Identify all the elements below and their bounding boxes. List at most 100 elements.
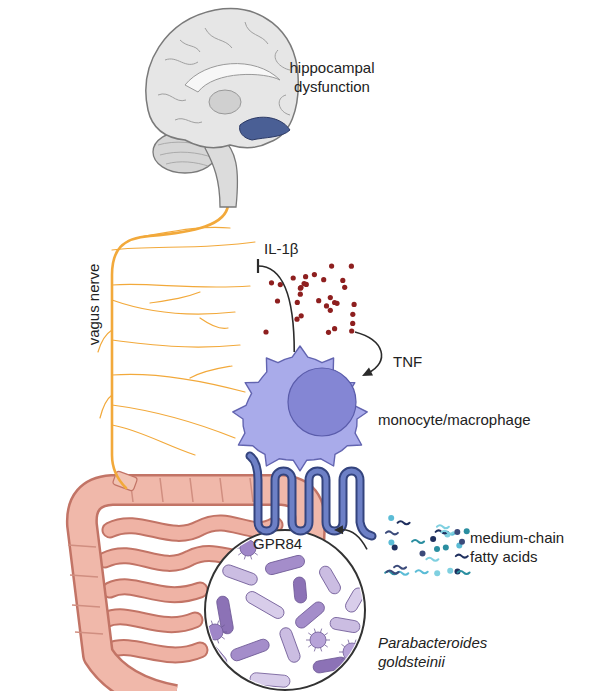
intestine-illustration	[75, 632, 103, 634]
acid-dot	[443, 544, 449, 550]
coccus-bacterium	[207, 624, 223, 640]
coccus-spike	[211, 621, 212, 625]
node-label: vagus nerve	[84, 255, 103, 355]
vagus-nerve-illustration	[112, 300, 235, 314]
cytokine-dot	[302, 281, 307, 286]
brain-illustration	[245, 22, 268, 44]
acid-chain	[426, 558, 438, 561]
acid-dot	[464, 528, 470, 534]
vagus-nerve-illustration	[112, 405, 235, 438]
acid-dot	[392, 544, 398, 550]
coccus-spike	[348, 640, 349, 644]
acid-dot	[454, 529, 460, 535]
cytokine-dot	[291, 275, 296, 280]
vagus-nerve-illustration	[98, 205, 255, 488]
intestine-illustration	[190, 478, 193, 502]
rod-bacterium	[250, 672, 291, 687]
coccus-spike	[205, 637, 208, 639]
cytokine-dot	[263, 329, 268, 334]
cell-body	[233, 346, 367, 471]
cytokine-dot	[328, 295, 333, 300]
cytokine-dot	[326, 330, 331, 335]
brain-illustration	[279, 95, 290, 115]
acid-chain	[441, 531, 453, 534]
gpr84-receptor-illustration	[250, 456, 372, 536]
coccus-spike	[236, 548, 240, 549]
coccus-spike	[314, 648, 315, 652]
acid-dot	[459, 539, 465, 545]
acid-dot	[434, 546, 440, 552]
acid-chain	[458, 571, 470, 574]
coccus-spike	[361, 652, 365, 653]
cytokine-dot	[342, 285, 347, 290]
node-label: Parabacteroides goldsteinii	[378, 633, 498, 671]
edge-label: IL-1β	[264, 239, 298, 258]
coccus-spike	[339, 652, 343, 653]
cytokine-dot	[294, 317, 299, 322]
vagus-nerve-illustration	[150, 292, 200, 303]
coccus-spike	[341, 657, 344, 659]
coccus-spike	[320, 648, 321, 652]
brain-illustration	[158, 94, 186, 101]
cytokine-dot	[334, 301, 339, 306]
brain-illustration	[240, 117, 290, 140]
intestine-illustration	[72, 605, 100, 607]
cytokine-dot	[298, 286, 303, 291]
brain-illustration	[160, 152, 214, 158]
acid-dot	[420, 551, 426, 557]
coccus-spike	[314, 629, 315, 633]
brain-illustration	[185, 64, 280, 92]
coccus-spike	[205, 625, 208, 627]
tnf-arrow	[362, 368, 373, 377]
cytokine-dot	[324, 303, 329, 308]
cytokine-dot	[278, 282, 283, 287]
cytokine-dot	[349, 264, 354, 269]
fatty-acid-node: medium-chain fatty acids	[378, 515, 473, 580]
cytokine-dot	[340, 278, 345, 283]
brain-illustration	[209, 90, 241, 114]
brain-illustration	[158, 22, 290, 124]
brain-illustration	[166, 162, 208, 166]
intestine-illustration	[110, 587, 200, 595]
cytokine-dot	[269, 280, 274, 285]
rod-bacterium	[293, 599, 327, 630]
rod-bacterium	[312, 656, 348, 674]
brain-illustration	[205, 138, 237, 207]
cytokine-dot	[298, 292, 303, 297]
coccus-spike	[355, 640, 356, 644]
brain-illustration	[205, 28, 232, 48]
coccus-spike	[359, 657, 362, 659]
vagus-nerve-illustration	[98, 227, 255, 455]
node-label: monocyte/macrophage	[378, 410, 531, 429]
intestine-illustration	[70, 575, 98, 577]
vagus-nerve-illustration	[190, 366, 232, 378]
rod-bacterium	[244, 589, 286, 620]
node-label: GPR84	[253, 534, 302, 553]
fatty-acid-molecules	[385, 515, 470, 576]
tnf-arrow	[355, 332, 382, 376]
cytokine-dot	[332, 326, 337, 331]
coccus-bacterium	[310, 632, 326, 648]
coccus-spike	[308, 633, 311, 635]
bacteria-node: Parabacteroides goldsteinii	[205, 530, 367, 691]
acid-chain	[456, 555, 468, 558]
cell-nucleus	[288, 368, 356, 436]
coccus-spike	[308, 645, 311, 647]
cytokine-dot	[328, 308, 333, 313]
intestine-illustration	[110, 523, 275, 534]
node-label: hippocampal dysfunction	[277, 58, 387, 96]
coccus-spike	[250, 556, 251, 560]
vagus-nerve-illustration	[112, 340, 240, 347]
coccus-spike	[211, 640, 212, 644]
rod-bacterium	[201, 640, 229, 671]
brain-illustration	[175, 119, 202, 123]
inhibition-bar	[257, 259, 259, 273]
brain-illustration	[146, 9, 298, 207]
coccus-spike	[326, 640, 330, 641]
macrophage-illustration	[233, 346, 367, 471]
coccus-spike	[320, 629, 321, 633]
bacteria-illustration	[205, 530, 365, 690]
bacterium-shape	[201, 537, 367, 688]
